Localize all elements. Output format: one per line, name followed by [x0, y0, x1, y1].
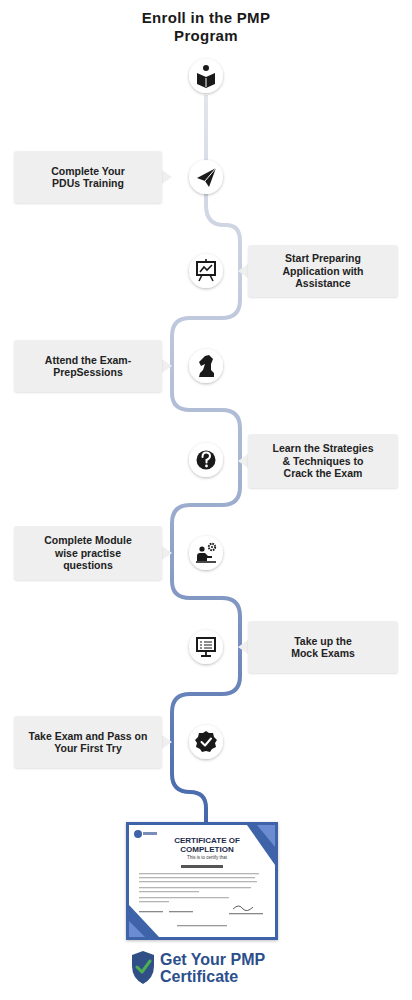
step-label: Complete Your PDUs Training	[36, 165, 140, 190]
step-circle	[189, 443, 223, 477]
step-circle	[189, 254, 223, 288]
diagram-title: Enroll in the PMP Program	[141, 9, 271, 45]
icon-part	[205, 168, 216, 181]
certificate-line	[169, 911, 193, 912]
step-circle	[189, 59, 223, 93]
callout-pointer	[238, 454, 248, 468]
certificate-line	[181, 865, 223, 868]
step-callout: Learn the Strategies & Techniques to Cra…	[248, 434, 398, 488]
icon-part	[201, 651, 211, 656]
callout-pointer	[162, 359, 172, 373]
icon-part	[199, 546, 204, 551]
icon-part	[209, 544, 215, 550]
certificate-corner	[129, 921, 145, 937]
reader-icon	[197, 65, 215, 88]
certificate-corner	[257, 825, 275, 847]
shield-check	[137, 961, 150, 972]
badge-check-icon	[195, 731, 217, 752]
step-label: Start Preparing Application with Assista…	[270, 252, 376, 290]
step-callout: Complete Your PDUs Training	[14, 151, 162, 203]
certificate-corner	[129, 905, 159, 937]
icon-part	[199, 259, 213, 281]
certificate-line	[139, 881, 257, 882]
step-circle	[189, 725, 223, 759]
shield-icon	[132, 951, 154, 984]
step-label: Take up the Mock Exams	[282, 635, 364, 660]
icon-part	[202, 739, 212, 746]
certificate-text: This is to certify that	[167, 855, 247, 860]
certificate-line	[229, 913, 263, 914]
certificate-line	[139, 891, 199, 892]
callout-pointer	[162, 735, 172, 749]
certificate-logo	[134, 830, 142, 838]
callout-pointer	[238, 264, 248, 278]
icon-part	[197, 73, 215, 88]
icon-part	[197, 638, 215, 651]
step-circles	[189, 59, 223, 759]
monitor-checklist-icon	[197, 638, 215, 656]
icon-part	[203, 453, 211, 463]
chart-board-icon	[197, 259, 215, 281]
shield-body	[132, 951, 154, 984]
callout-pointer	[162, 170, 172, 184]
certificate-card: CERTIFICATE OF COMPLETIONThis is to cert…	[126, 822, 278, 940]
call-to-action: Get Your PMP Certificate	[160, 951, 290, 985]
step-callout: Take Exam and Pass on Your First Try	[14, 716, 162, 768]
icon-part	[200, 265, 212, 272]
icon-part	[200, 642, 212, 648]
certificate-logo	[143, 832, 157, 835]
step-circle	[189, 349, 223, 383]
certificate-signature	[233, 906, 253, 911]
step-label: Attend the Exam-PrepSessions	[36, 354, 140, 379]
paper-plane-icon	[197, 168, 216, 187]
icon-part	[203, 65, 209, 71]
step-circle	[189, 536, 223, 570]
step-circle	[189, 630, 223, 664]
icon-part	[205, 465, 208, 468]
icon-part	[206, 78, 207, 87]
certificate-line	[139, 873, 259, 874]
step-label: Complete Module wise practise questions	[36, 534, 140, 572]
icon-part	[197, 451, 216, 470]
icon-part	[199, 355, 214, 377]
icon-part	[197, 262, 215, 275]
question-icon	[197, 451, 216, 470]
step-callout: Complete Module wise practise questions	[14, 526, 162, 580]
step-callout: Take up the Mock Exams	[248, 621, 398, 673]
certificate-line	[139, 897, 229, 898]
certificate-line	[139, 901, 169, 902]
icon-part	[196, 561, 216, 563]
icon-part	[197, 168, 216, 187]
learner-gear-icon	[196, 544, 216, 562]
certificate-line	[177, 925, 227, 926]
step-circle	[189, 160, 223, 194]
certificate-line	[139, 887, 251, 888]
callout-pointer	[162, 546, 172, 560]
timeline-line	[172, 95, 240, 824]
step-callout: Start Preparing Application with Assista…	[248, 245, 398, 297]
icon-part	[197, 553, 212, 561]
certificate-line	[139, 911, 163, 912]
step-callout: Attend the Exam-PrepSessions	[14, 340, 162, 392]
icon-part	[195, 731, 217, 752]
step-label: Learn the Strategies & Techniques to Cra…	[268, 442, 378, 480]
icon-part	[211, 546, 213, 548]
callout-pointer	[238, 640, 248, 654]
certificate-heading: CERTIFICATE OF COMPLETION	[167, 836, 247, 854]
certificate-corner	[247, 825, 275, 865]
chess-knight-icon	[199, 355, 214, 377]
certificate-line	[139, 877, 255, 878]
step-label: Take Exam and Pass on Your First Try	[28, 730, 148, 755]
